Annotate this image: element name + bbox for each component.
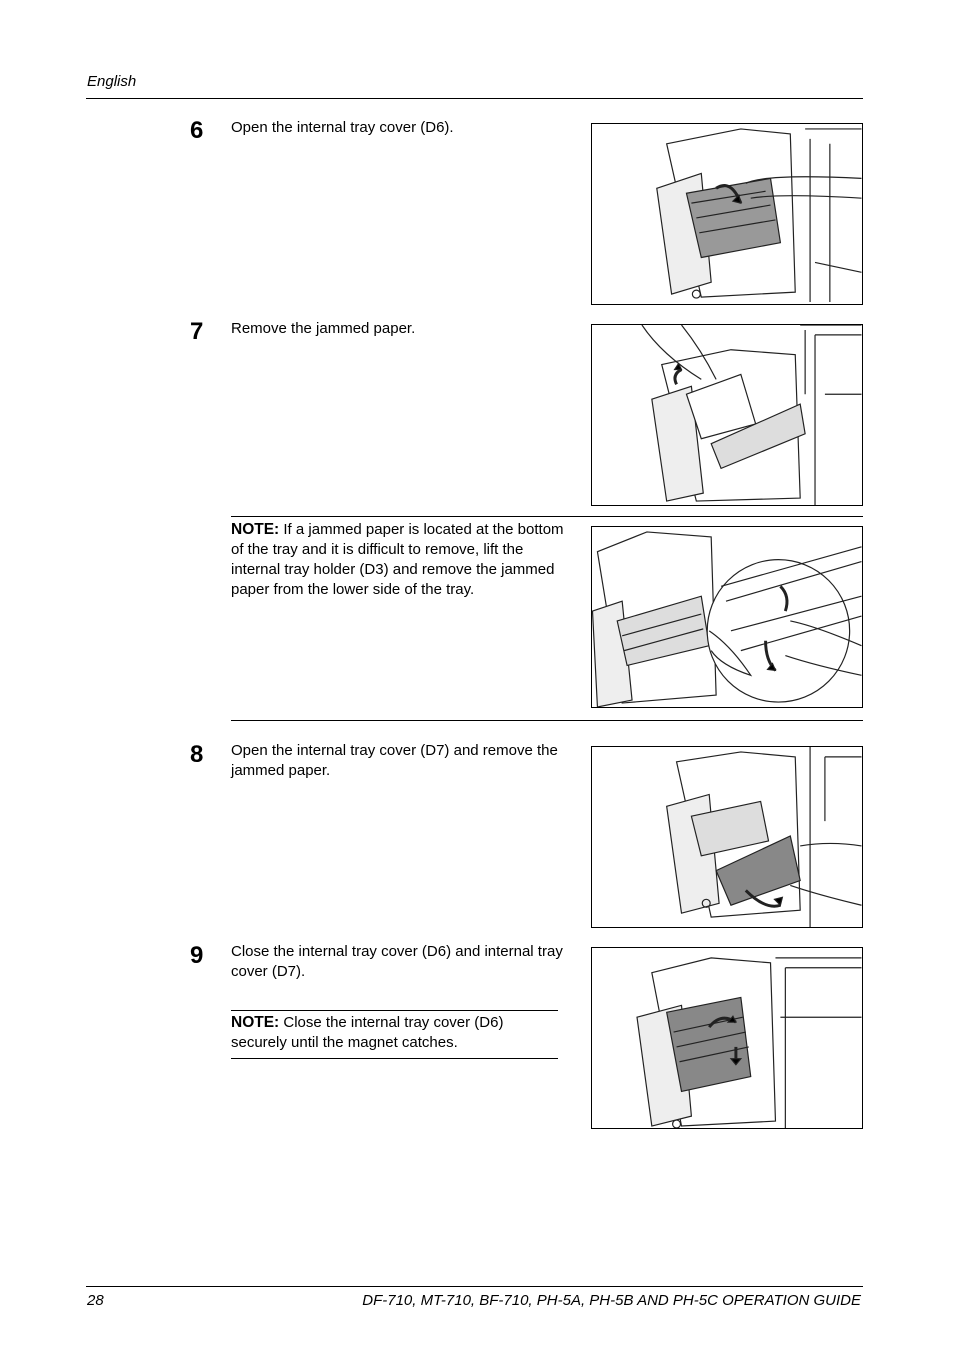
remove-jammed-paper-illustration	[591, 324, 863, 506]
note-paragraph: NOTE: If a jammed paper is located at th…	[231, 520, 576, 600]
step-number: 9	[190, 942, 204, 969]
header-language: English	[87, 73, 137, 90]
step-text: Close the internal tray cover (D6) and i…	[231, 943, 563, 980]
page-number: 28	[87, 1292, 104, 1309]
step-text: Open the internal tray cover (D7) and re…	[231, 742, 558, 779]
guide-title: DF-710, MT-710, BF-710, PH-5A, PH-5B AND…	[362, 1292, 861, 1309]
note-label: NOTE:	[231, 521, 280, 538]
note-text: If a jammed paper is located at the bott…	[231, 521, 564, 598]
lift-tray-holder-illustration	[591, 526, 863, 708]
note-rule-bottom	[231, 720, 863, 721]
step-number: 7	[190, 318, 204, 345]
step-number: 8	[190, 741, 204, 768]
note-paragraph: NOTE: Close the internal tray cover (D6)…	[231, 1013, 558, 1053]
header-rule	[86, 98, 863, 99]
note-rule-top	[231, 516, 863, 517]
note-rule-top	[231, 1010, 558, 1011]
step-number: 6	[190, 117, 204, 144]
open-tray-cover-d6-illustration	[591, 123, 863, 305]
close-tray-covers-illustration	[591, 947, 863, 1129]
open-tray-cover-d7-illustration	[591, 746, 863, 928]
step-text: Open the internal tray cover (D6).	[231, 119, 454, 136]
note-rule-bottom	[231, 1058, 558, 1059]
note-text: Close the internal tray cover (D6) secur…	[231, 1014, 504, 1051]
step-text: Remove the jammed paper.	[231, 320, 416, 337]
footer-rule	[86, 1286, 863, 1287]
note-label: NOTE:	[231, 1014, 280, 1031]
